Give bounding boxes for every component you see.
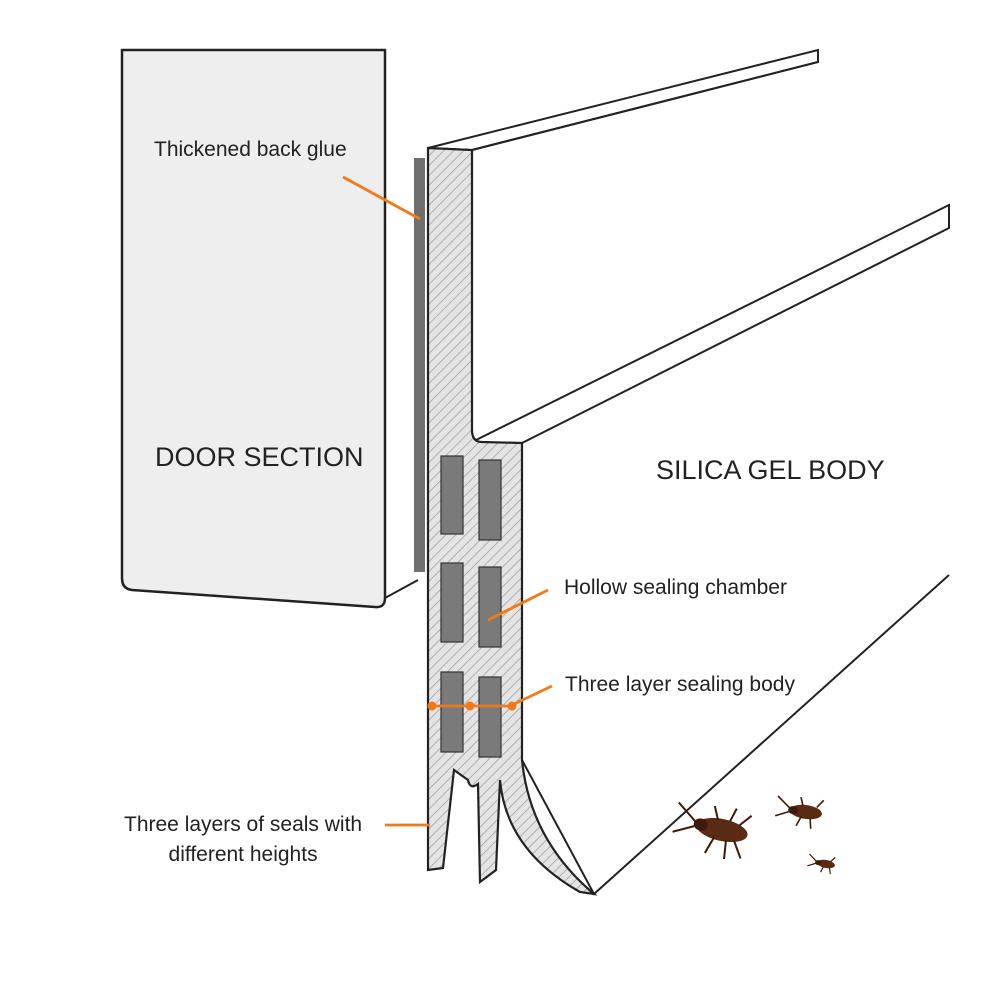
label-seals-line-1: Three layers of seals with [124, 813, 363, 836]
cockroach-icon [807, 853, 836, 874]
door-section-panel [120, 48, 387, 609]
dot-layer-2 [465, 701, 475, 711]
chamber-top-right [478, 459, 502, 541]
seal-top-face [427, 48, 819, 152]
label-three-layer-seals: Three layers of seals with different hei… [124, 810, 362, 870]
chamber-top-left [440, 455, 464, 535]
label-door-section: DOOR SECTION [155, 442, 364, 472]
leader-hollow-chamber [487, 588, 549, 622]
label-three-layer-body: Three layer sealing body [565, 673, 795, 696]
hollow-chambers [440, 455, 502, 758]
door-section-depth-edge [384, 579, 419, 599]
label-back-glue: Thickened back glue [154, 138, 347, 161]
leader-three-layer [509, 684, 553, 708]
chamber-mid-left [440, 562, 464, 643]
label-silica-gel-body: SILICA GEL BODY [656, 455, 885, 485]
seal-upper-body [471, 50, 819, 442]
label-hollow-chamber: Hollow sealing chamber [564, 576, 787, 599]
dot-layer-1 [427, 701, 437, 711]
leader-back-glue [342, 175, 421, 221]
seal-step-face [471, 203, 950, 444]
dot-layer-3 [507, 701, 517, 711]
chamber-bottom-right [478, 676, 502, 758]
cockroach-icon [672, 801, 753, 860]
label-seals-line-2: different heights [168, 843, 318, 866]
callout-dots [427, 701, 517, 711]
chamber-mid-right [478, 566, 502, 648]
back-glue-strip [414, 158, 425, 572]
cockroach-icon [774, 795, 825, 829]
chamber-bottom-left [440, 671, 464, 753]
